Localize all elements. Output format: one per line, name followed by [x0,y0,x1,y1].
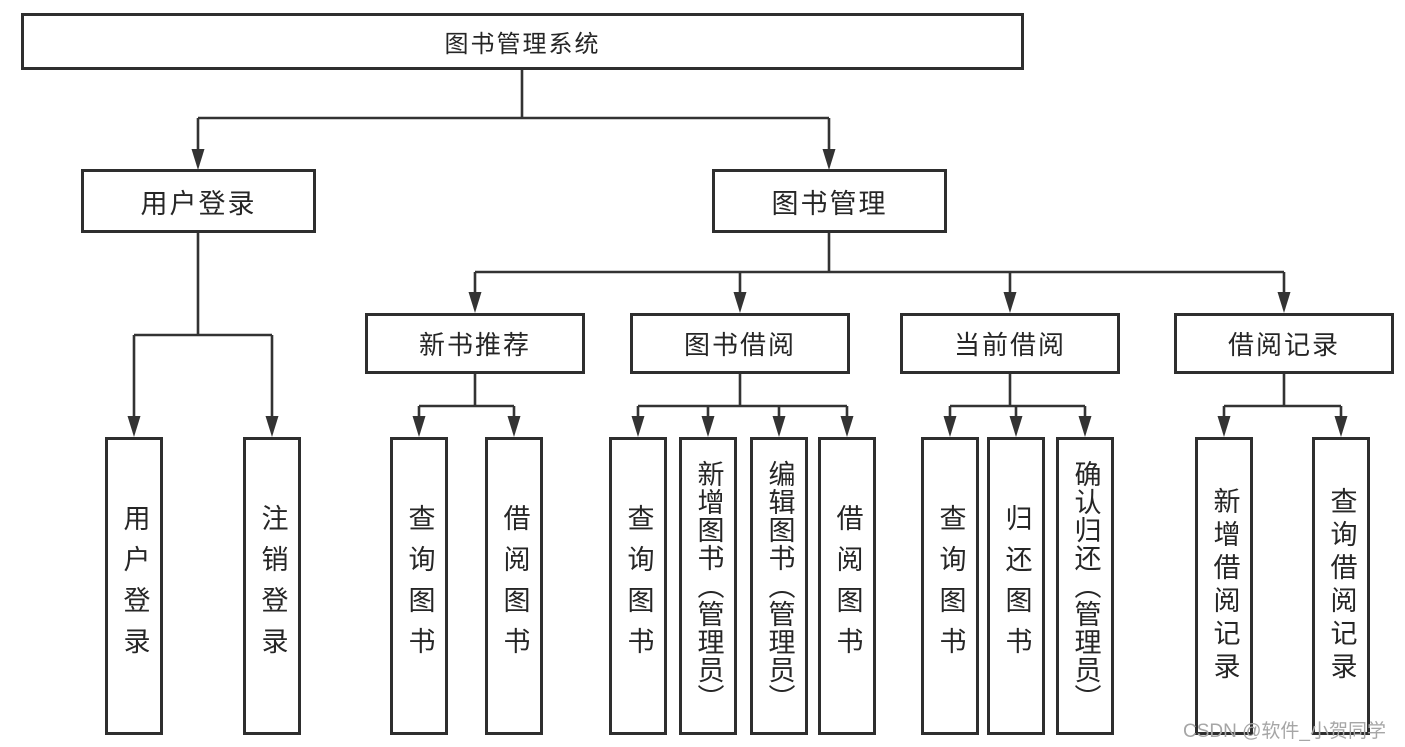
node-leaf-user-login: 用户登录 [105,437,163,735]
connector-borrow-records-to-children [1217,374,1348,437]
node-label: 查询图书 [623,504,654,668]
node-label: 图书管理 [771,188,888,219]
node-book-borrowing: 图书借阅 [630,313,850,374]
node-label: 确认归还（管理员） [1070,460,1101,712]
csdn-watermark: CSDN @软件_小贺同学 [1183,721,1386,742]
node-label: 借阅记录 [1227,330,1340,360]
node-leaf-borrow-books-recommend: 借阅图书 [485,437,543,735]
connector-book-management-to-level3 [468,233,1291,313]
node-leaf-return-books: 归还图书 [987,437,1045,735]
node-label: 图书借阅 [683,330,796,360]
node-leaf-query-books-borrowing: 查询图书 [609,437,667,735]
node-label: 用户登录 [140,188,257,219]
node-label: 新书推荐 [418,330,531,360]
connector-root-to-level2 [191,69,836,170]
node-label: 注销登录 [257,504,288,668]
node-label: 查询借阅记录 [1326,487,1357,685]
node-leaf-query-books-recommend: 查询图书 [390,437,448,735]
node-label: 图书管理系统 [444,31,601,58]
connector-book-borrowing-to-children [631,374,854,437]
node-user-login: 用户登录 [81,169,316,233]
connector-current-borrowing-to-children [943,374,1092,437]
node-label: 用户登录 [119,504,150,668]
node-leaf-query-books-current: 查询图书 [921,437,979,735]
node-label: 查询图书 [404,504,435,668]
node-leaf-add-borrow-record: 新增借阅记录 [1195,437,1253,735]
node-leaf-borrow-books: 借阅图书 [818,437,876,735]
node-borrow-records: 借阅记录 [1174,313,1394,374]
node-label: 新增借阅记录 [1209,487,1240,685]
connector-new-book-to-children [412,374,521,437]
node-new-book-recommendation: 新书推荐 [365,313,585,374]
node-current-borrowing: 当前借阅 [900,313,1120,374]
connector-user-login-to-children [127,233,279,437]
node-leaf-confirm-return-admin: 确认归还（管理员） [1056,437,1114,735]
node-leaf-query-borrow-record: 查询借阅记录 [1312,437,1370,735]
node-label: 当前借阅 [953,330,1066,360]
node-label: 编辑图书（管理员） [764,460,795,712]
node-book-management: 图书管理 [712,169,947,233]
node-leaf-add-books-admin: 新增图书（管理员） [679,437,737,735]
node-label: 借阅图书 [499,504,530,668]
node-library-management-system: 图书管理系统 [21,13,1024,70]
node-label: 查询图书 [935,504,966,668]
node-leaf-edit-books-admin: 编辑图书（管理员） [750,437,808,735]
node-label: 新增图书（管理员） [693,460,724,712]
node-leaf-logout: 注销登录 [243,437,301,735]
node-label: 归还图书 [1001,504,1032,668]
node-label: 借阅图书 [832,504,863,668]
